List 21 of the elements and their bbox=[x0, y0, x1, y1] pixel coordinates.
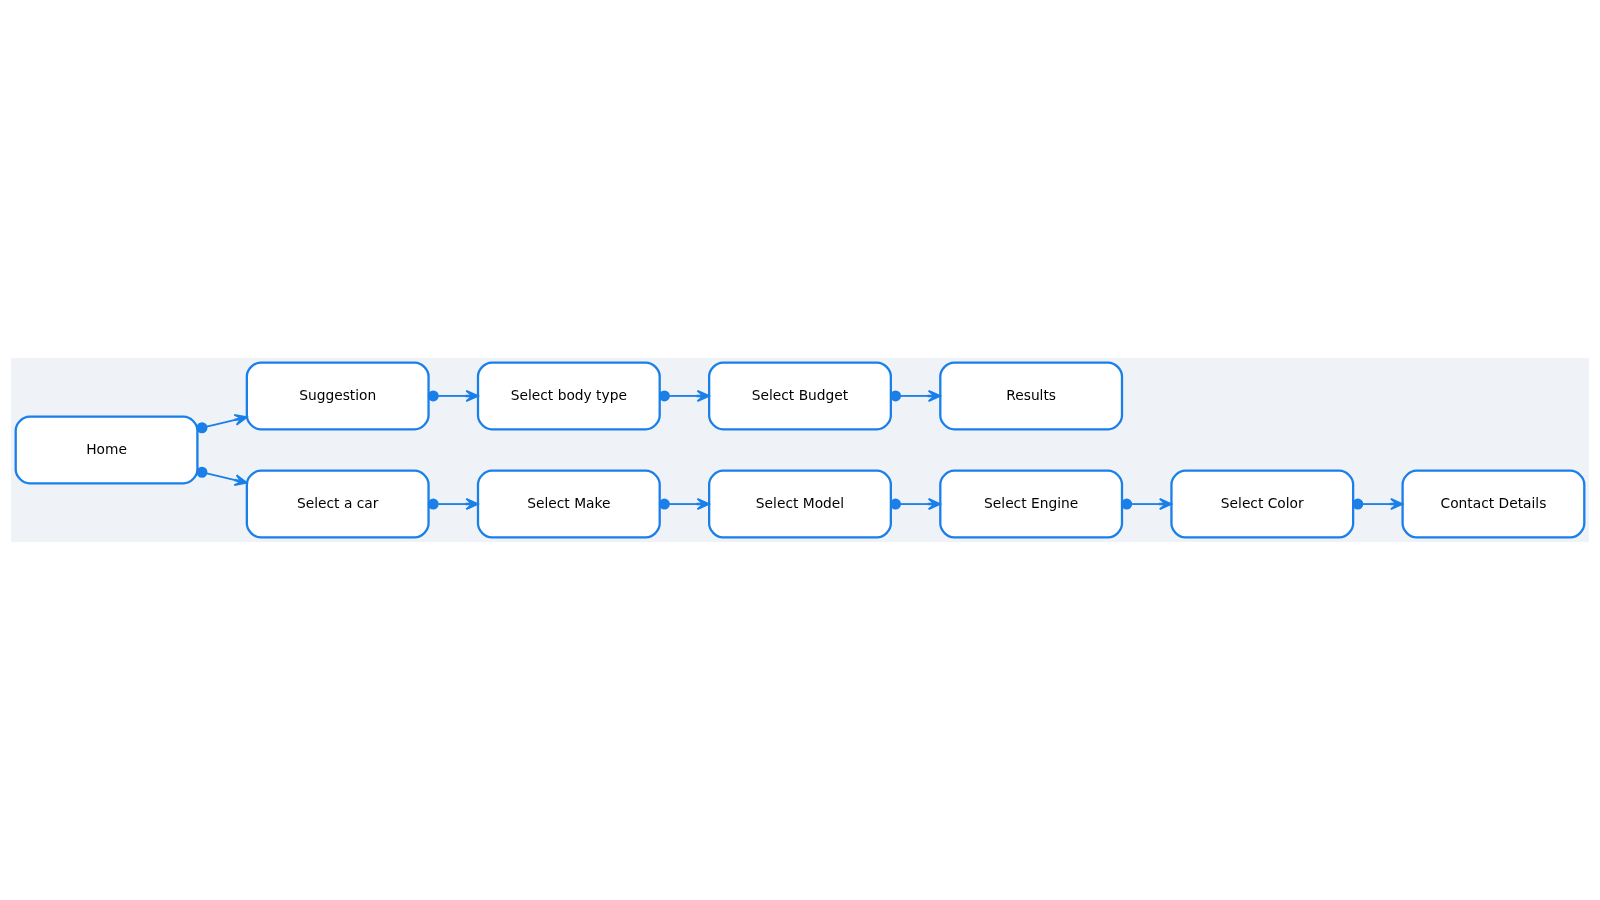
node-box: Home bbox=[14, 415, 199, 485]
arrow bbox=[1352, 497, 1404, 511]
node-box: Select Color bbox=[1170, 469, 1355, 539]
arrow bbox=[427, 497, 479, 511]
arrow bbox=[890, 497, 941, 511]
arrow bbox=[196, 466, 248, 487]
arrow bbox=[1121, 497, 1173, 511]
node-box: Suggestion bbox=[245, 361, 430, 431]
node-box: Select body type bbox=[476, 361, 661, 431]
arrow bbox=[427, 389, 479, 403]
node-box: Select a car bbox=[245, 469, 430, 539]
node-box: Results bbox=[939, 361, 1124, 431]
node-box: Select Engine bbox=[939, 469, 1124, 539]
arrow bbox=[658, 389, 710, 403]
node-box: Select Model bbox=[708, 469, 892, 539]
arrow bbox=[890, 389, 941, 403]
arrow bbox=[658, 497, 710, 511]
node-box: Contact Details bbox=[1401, 469, 1586, 539]
arrow bbox=[196, 413, 248, 434]
node-box: Select Budget bbox=[708, 361, 892, 431]
node-box: Select Make bbox=[476, 469, 661, 539]
